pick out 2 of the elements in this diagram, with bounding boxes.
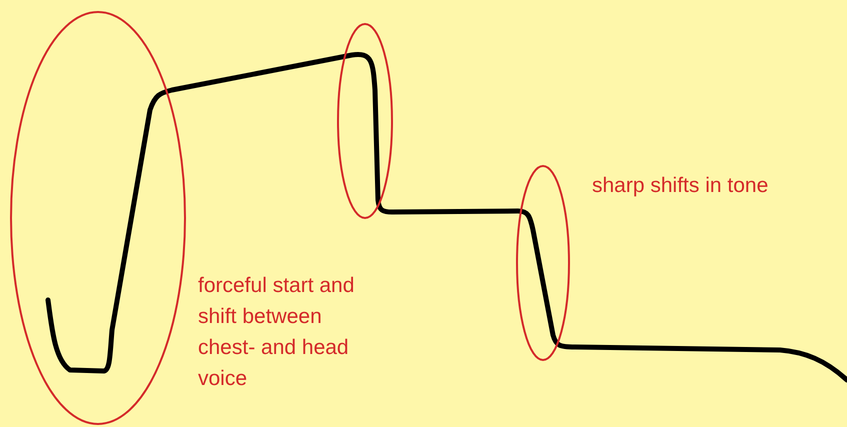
annotation-text: sharp shifts in tone — [592, 173, 768, 199]
annotation-text: forceful start and shift between chest- and head voice — [198, 273, 356, 392]
